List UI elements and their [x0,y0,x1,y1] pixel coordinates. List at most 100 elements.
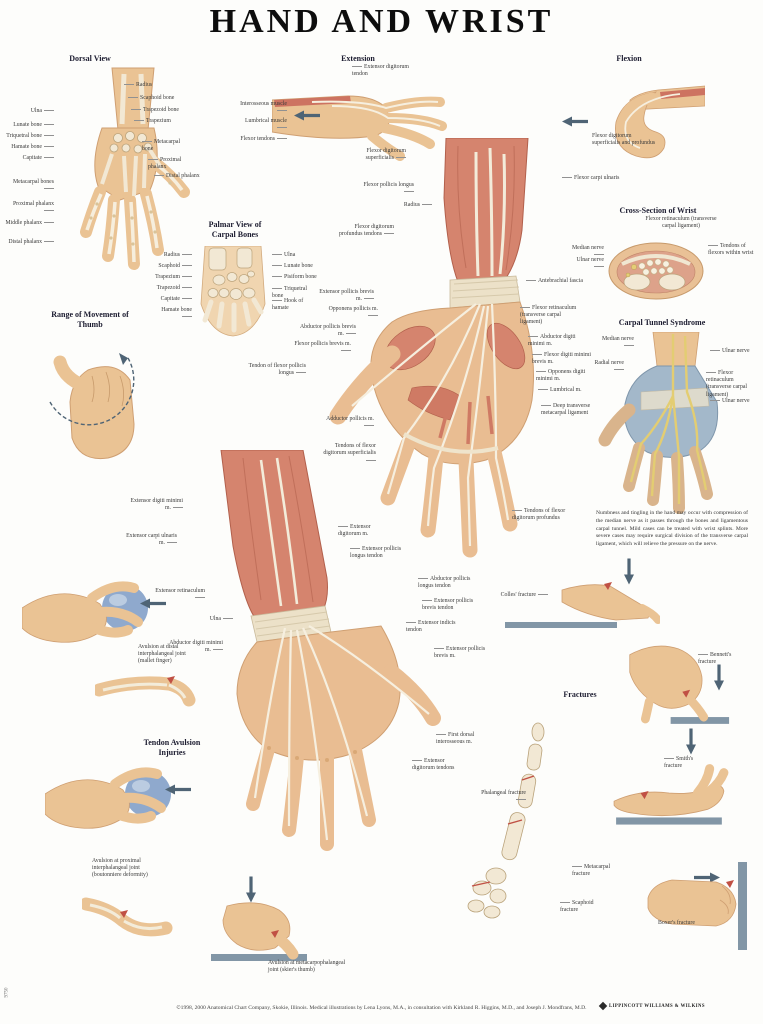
anatomy-label: Extensor pollicis brevis m. [434,646,489,660]
anatomy-label: Tendons of flexor digitorum profundus [512,508,572,522]
publisher-logo-icon [598,1001,608,1011]
skiers-thumb-illustration [205,896,310,968]
anatomy-label: Median nerve [594,336,634,350]
anatomy-label: Bennett's fracture [698,652,746,666]
section-title-carpal-tunnel: Carpal Tunnel Syndrome [618,318,706,327]
anatomy-label: Trapezium [150,274,192,281]
smiths-fracture-illustration [610,748,732,832]
anatomy-label: Trapezium [134,118,184,125]
grip-ball-illustration-1 [22,574,157,664]
footer-credit: ©1998, 2000 Anatomical Chart Company, Sk… [176,1005,587,1011]
anatomy-label: Metacarpal fracture [572,864,622,878]
section-title-palmar-carpal: Palmar View of Carpal Bones [208,220,262,239]
anatomy-label: Boxer's fracture [658,920,695,926]
poster-title: HAND AND WRIST [209,3,554,40]
anatomy-label: Flexor digitorum superficialis [348,148,406,162]
anatomy-label: Extensor pollicis longus tendon [350,546,405,560]
skiers-thumb-arrow-icon [246,876,257,903]
anatomy-label: Avulsion at metacarpophalangeal joint (s… [268,960,346,974]
anatomy-label: Flexor digitorum superficialis and profu… [592,133,656,147]
anatomy-label: Smith's fracture [664,756,712,770]
anatomy-label: Extensor digitorum tendons [412,758,467,772]
anatomy-label: Colles' fracture [498,592,548,599]
anatomy-label: Capitate [150,296,192,303]
extension-arrow-icon [294,110,320,121]
anatomy-label: Scaphoid [150,263,192,270]
anatomy-label: Median nerve [566,245,604,259]
anatomy-label: Hamate bone [2,144,54,151]
anatomy-label: Flexor digitorum profundus tendons [336,224,394,238]
anatomy-label: Trapezoid [150,285,192,292]
anatomy-label: Flexor retinaculum (transverse carpal li… [706,370,758,399]
anatomy-label: First dorsal interosseous m. [436,732,491,746]
anatomy-label: Ulna [272,252,318,259]
anatomy-label: Metacarpal bones [2,179,54,193]
anatomy-label: Capitate [2,155,54,162]
anatomy-label: Flexor digiti minimi brevis m. [532,352,592,366]
grip-arrow-icon-1 [140,598,166,609]
anatomy-label: Proximal phalanx [148,157,198,171]
anatomy-label: Extensor digiti minimi m. [128,498,184,512]
colles-fracture-illustration [560,576,660,624]
anatomy-label: Ulnar nerve [566,257,604,271]
section-title-tendon-avulsion: Tendon Avulsion Injuries [143,738,201,757]
carpal-tunnel-description: Numbness and tingling in the hand may oc… [596,510,748,548]
boutonniere-illustration [82,888,177,943]
anatomy-label: Flexor pollicis brevis m. [293,341,351,355]
anatomy-label: Flexor retinaculum (transverse carpal li… [645,216,717,230]
anatomy-label: Proximal phalanx [2,201,54,215]
anatomy-label: Flexor carpi ulnaris [562,175,622,182]
section-title-extension: Extension [341,54,375,63]
anatomy-label: Lunate bone [272,263,318,270]
anatomy-label: Abductor pollicis brevis m. [299,324,356,338]
anatomy-label: Triquetral bone [272,286,318,300]
section-title-fractures: Fractures [563,690,597,699]
publisher-name: Lippincott Williams & Wilkins [609,1003,705,1009]
anatomy-label: Ulna [2,108,54,115]
surface-bar [505,622,617,628]
anatomy-label: Distal phalanx [154,173,204,180]
bennetts-arrow-icon [714,664,725,691]
dorsal-muscles-illustration [185,450,450,870]
anatomy-label: Extensor digitorum tendon [352,64,409,78]
anatomy-label: Radius [124,82,174,89]
anatomy-label: Scaphoid bone [128,95,178,102]
anatomy-label: Tendons of flexors within wrist [708,243,756,257]
anatomy-label: Abductor digiti minimi m. [528,334,588,348]
anatomy-label: Lumbrical muscle [235,118,287,132]
anatomy-label: Extensor retinaculum [150,588,205,602]
anatomy-label: Lumbrical m. [538,387,598,394]
anatomy-label: Radius [374,202,432,209]
grip-ball-illustration-2 [45,760,180,850]
skeletal-finger-illustration [452,720,567,935]
anatomy-label: Metacarpal bone [142,139,192,153]
anatomy-label: Flexor tendons [235,136,287,143]
anatomy-label: Hook of hamate [272,298,318,312]
anatomy-label: Scaphoid fracture [560,900,608,914]
anatomy-label: Flexor pollicis longus [356,182,414,196]
flexion-illustration [560,70,705,170]
section-title-dorsal-view: Dorsal View [69,54,111,63]
anatomy-label: Ulnar nerve [710,348,762,355]
anatomy-label: Tendon of flexor pollicis longus [248,363,306,377]
anatomy-label: Middle phalanx [2,220,54,227]
catalog-number: 9750 [4,987,10,998]
boxers-fracture-illustration [642,860,754,952]
anatomy-label: Extensor pollicis brevis m. [316,289,374,303]
flexion-arrow-icon [562,116,588,127]
thumb-movement-illustration [32,332,152,482]
anatomy-label: Abductor digiti minimi m. [169,640,223,654]
section-title-cross-section: Cross-Section of Wrist [619,206,697,215]
grip-arrow-icon-2 [165,784,191,795]
anatomy-label: Opponens digiti minimi m. [536,369,596,383]
anatomy-label: Interosseous muscle [235,101,287,115]
anatomy-label: Extensor pollicis brevis tendon [422,598,477,612]
wrist-cross-section-illustration [606,240,706,302]
mallet-finger-illustration [95,664,200,709]
anatomy-label: Extensor digitorum m. [338,524,393,538]
anatomy-label: Extensor carpi ulnaris m. [122,533,177,547]
carpal-bones-illustration [197,246,269,338]
section-title-flexion: Flexion [616,54,642,63]
anatomy-label: Hamate bone [150,307,192,321]
